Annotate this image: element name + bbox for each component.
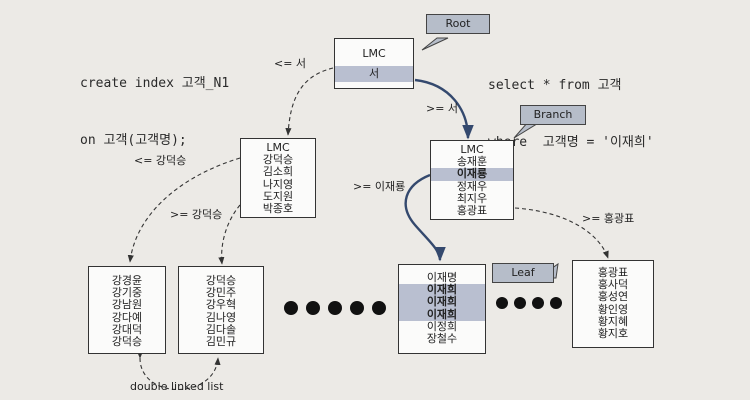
edge-right-leaf3: [404, 173, 446, 262]
edge-label-root-left: <= 서: [274, 57, 307, 70]
ellipsis-dot: [496, 297, 508, 309]
leaf4-row: 홍광표: [597, 266, 629, 279]
leaf4-row: 홍성연: [597, 290, 629, 304]
ellipsis-dot: [532, 297, 544, 309]
edge-label-left-leaf1: <= 강덕승: [134, 154, 187, 167]
ellipsis-dot: [350, 301, 364, 315]
branch-right-row: LMC: [460, 143, 484, 156]
branch-right-row: 정재우: [456, 179, 488, 193]
ellipsis-dot: [328, 301, 342, 315]
branch-left-row: 박종호: [262, 202, 294, 216]
root-node: LMC 서: [334, 38, 414, 89]
leaf3-row: 이정희: [426, 319, 458, 333]
leaf1-row: 강다예: [111, 310, 143, 324]
edge-label-right-leaf4: >= 홍광표: [582, 212, 635, 225]
edge-root-left: [285, 67, 334, 136]
edge-label-right-leaf3: >= 이재룡: [353, 180, 406, 193]
leaf-node-3: 이재명 이재희 이재희 이재희 이정희 장철수: [398, 264, 486, 354]
leaf2-row: 강덕승: [205, 274, 237, 287]
branch-right-row: 홍광표: [456, 204, 488, 218]
leaf1-row: 강대덕: [111, 322, 143, 336]
branch-tag: Branch: [520, 105, 586, 125]
leaf3-row: 이재명: [426, 271, 458, 284]
double-linked-label: double linked list: [130, 380, 224, 393]
branch-right-row-match: 이재룡: [431, 168, 513, 181]
edge-label-left-leaf2: >= 강덕승: [170, 208, 223, 221]
edge-left-leaf2: [218, 204, 241, 265]
edge-label-root-right: >= 서: [426, 102, 459, 115]
branch-left-row: 나지영: [262, 177, 294, 191]
leaf3-row-match: 이재희: [399, 296, 485, 309]
leaf2-row: 김민규: [205, 335, 237, 349]
edge-root-right: [414, 78, 474, 140]
leaf4-row: 황지호: [597, 327, 629, 341]
branch-left-row: 강덕승: [262, 153, 294, 167]
root-tag-pointer: [421, 37, 449, 51]
leaf-node-2: 강덕승 강민주 강우혁 김나영 김다솔 김민규: [178, 266, 264, 354]
leaf-tag: Leaf: [492, 263, 554, 283]
create-index-line2: on 고객(고객명);: [80, 133, 187, 148]
leaf1-row: 강경윤: [111, 274, 143, 287]
select-query-line1: select * from 고객: [488, 78, 622, 93]
leaf4-row: 홍사덕: [597, 278, 629, 292]
leaf4-row: 황지혜: [597, 314, 629, 328]
ellipsis-dot: [306, 301, 320, 315]
edge-left-leaf1: [127, 157, 241, 263]
ellipsis-dot: [372, 301, 386, 315]
leaf3-row-match: 이재희: [399, 308, 485, 321]
ellipsis-dot: [550, 297, 562, 309]
branch-left-row: 도지원: [262, 189, 294, 203]
leaf2-row: 강우혁: [205, 298, 237, 312]
branch-left-row: 김소희: [262, 165, 294, 179]
edge-right-leaf4: [514, 207, 609, 259]
root-row-lmc: LMC: [362, 47, 386, 60]
create-index-code: create index 고객_N1 on 고객(고객명);: [80, 36, 229, 188]
leaf2-row: 김다솔: [205, 322, 237, 336]
branch-right-row: 최지우: [456, 191, 488, 205]
leaf3-row-match: 이재희: [399, 283, 485, 297]
leaf3-row: 장철수: [426, 332, 458, 346]
leaf-node-4: 홍광표 홍사덕 홍성연 황인영 황지혜 황지호: [572, 260, 654, 348]
leaf-node-1: 강경윤 강기중 강남원 강다예 강대덕 강덕승: [88, 266, 166, 354]
root-tag: Root: [426, 14, 490, 34]
root-row-key: 서: [335, 66, 413, 82]
ellipsis-dot: [514, 297, 526, 309]
leaf1-row: 강덕승: [111, 335, 143, 349]
create-index-line1: create index 고객_N1: [80, 76, 230, 91]
leaf4-row: 황인영: [597, 302, 629, 316]
ellipsis-dot: [284, 301, 298, 315]
leaf2-row: 강민주: [205, 286, 237, 300]
select-query-code: select * from 고객 where 고객명 = '이재희': [488, 38, 654, 190]
branch-node-left: LMC 강덕승 김소희 나지영 도지원 박종호: [240, 138, 316, 218]
branch-node-right: LMC 송재훈 이재룡 정재우 최지우 홍광표: [430, 140, 514, 220]
leaf2-row: 김나영: [205, 310, 237, 324]
leaf1-row: 강남원: [111, 298, 143, 312]
branch-right-row: 송재훈: [456, 155, 488, 169]
leaf1-row: 강기중: [111, 286, 143, 300]
branch-left-row: LMC: [266, 141, 290, 154]
